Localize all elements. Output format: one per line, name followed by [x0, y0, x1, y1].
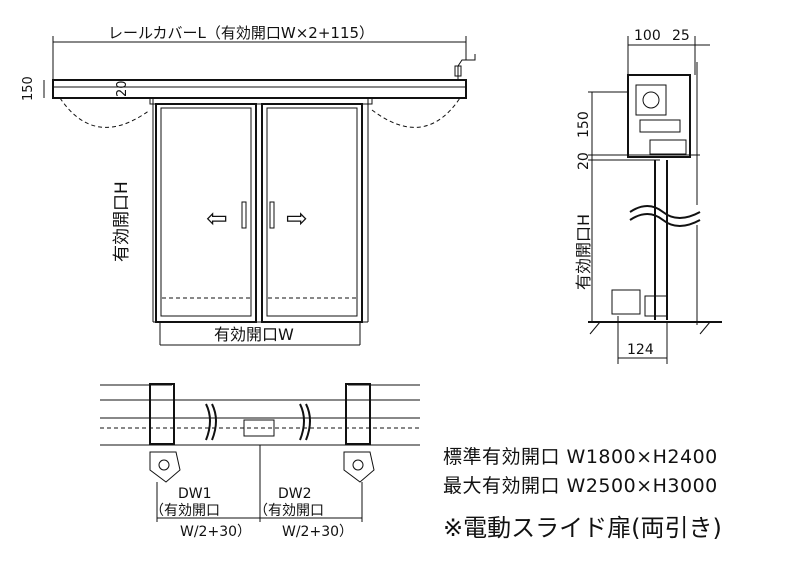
- operator-housing: [627, 74, 691, 158]
- motor-unit: [635, 84, 667, 116]
- dw2-label: DW2: [278, 486, 312, 502]
- front-view: レールカバーL（有効開口W×2+115） 150 20 ⇦: [21, 24, 476, 346]
- plan-bracket-left: [149, 451, 181, 483]
- break-line-bottom: [629, 213, 701, 227]
- arrow-left-icon: ⇦: [206, 204, 228, 234]
- side-view: 100 25 150 20 有効開口H: [574, 28, 722, 364]
- break-line-top: [629, 205, 701, 219]
- hatch-1: [589, 321, 601, 335]
- right-door-leaf: [261, 103, 363, 323]
- dw1-formula: W/2+30）: [180, 524, 251, 540]
- rail-section: [639, 119, 681, 133]
- power-plug: [454, 65, 462, 77]
- plan-break-right-b: [305, 403, 311, 441]
- front-width-label: 有効開口W: [214, 325, 294, 344]
- right-door-inner: [266, 107, 358, 317]
- plan-meeting-stile: [243, 419, 275, 437]
- motor-pulley: [642, 91, 660, 109]
- front-height-label: 有効開口H: [112, 181, 132, 262]
- side-height-label: 有効開口H: [574, 214, 593, 290]
- side-dim-25: 25: [672, 28, 690, 44]
- arc-left: [59, 97, 151, 128]
- spec-standard-opening: 標準有効開口 W1800×H2400: [443, 446, 718, 468]
- hanger: [649, 139, 687, 155]
- plan-bracket-left-bolt: [158, 459, 170, 471]
- side-dim-124: 124: [627, 342, 654, 358]
- right-door-handle: [269, 201, 275, 229]
- dim-150-left: 150: [21, 76, 36, 101]
- plan-break-left-b: [211, 403, 217, 441]
- side-dim-20: 20: [576, 152, 592, 170]
- dw1-label: DW1: [178, 486, 212, 502]
- left-door-inner: [160, 107, 252, 317]
- rail-cover-label: レールカバーL（有効開口W×2+115）: [108, 24, 374, 42]
- dw1-sub: （有効開口: [150, 503, 220, 519]
- spec-maximum-opening: 最大有効開口 W2500×H3000: [443, 475, 718, 497]
- door-bottom-guide: [644, 295, 668, 317]
- hatch-2: [699, 321, 711, 335]
- side-dim-150: 150: [576, 111, 592, 138]
- plan-break-left-a: [205, 403, 211, 441]
- dim-20-left: 20: [115, 80, 130, 97]
- arrow-right-icon: ⇨: [286, 204, 308, 234]
- power-cable: [457, 54, 476, 80]
- left-door-handle: [241, 201, 247, 229]
- floor-guide: [611, 289, 641, 315]
- plan-break-right-a: [299, 403, 305, 441]
- plan-frame-left: [149, 383, 175, 445]
- arc-right: [371, 97, 461, 128]
- plan-bracket-right: [343, 451, 375, 483]
- side-dim-100: 100: [634, 28, 661, 44]
- plan-view: DW1 （有効開口 W/2+30） DW2 （有効開口 W/2+30）: [100, 383, 420, 540]
- plan-bracket-right-bolt: [352, 459, 364, 471]
- dw2-formula: W/2+30）: [282, 524, 353, 540]
- product-title: ※電動スライド扉(両引き): [443, 514, 722, 542]
- plan-frame-right: [345, 383, 371, 445]
- dw2-sub: （有効開口: [254, 503, 324, 519]
